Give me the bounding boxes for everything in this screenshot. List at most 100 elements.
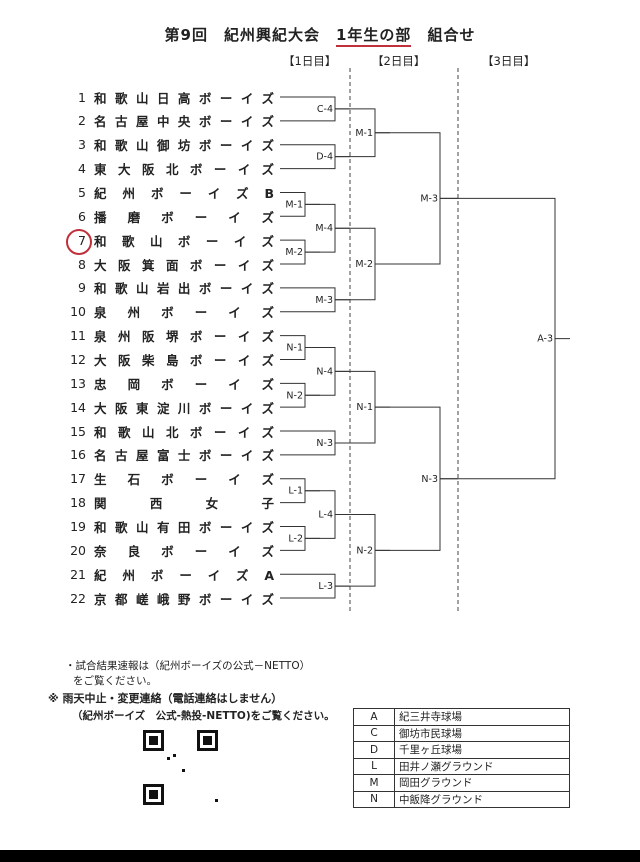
match-label: N-4 xyxy=(316,366,333,377)
match-label: N-3 xyxy=(421,474,438,485)
team-name: 関西女子 xyxy=(94,496,274,512)
team-name: 紀州ボーイズA xyxy=(94,567,274,583)
team-number: 8 xyxy=(78,256,86,272)
team-number: 13 xyxy=(70,375,86,391)
match-label: M-3 xyxy=(315,295,333,306)
team-name: 名古屋中央ボーイズ xyxy=(94,114,274,130)
team-number: 5 xyxy=(78,184,86,200)
venue-name: 御坊市民球場 xyxy=(394,724,570,742)
team-name: 播磨ボーイズ xyxy=(94,209,274,225)
team-row: 2 名古屋中央ボーイズ xyxy=(60,111,280,131)
team-number: 14 xyxy=(70,399,86,415)
day-3-header: 【3日目】 xyxy=(482,54,536,68)
team-row: 18 関西女子 xyxy=(60,493,280,513)
team-row: 15 和歌山北ボーイズ xyxy=(60,421,280,441)
venue-code: A xyxy=(353,708,395,726)
team-number: 19 xyxy=(70,518,86,534)
team-name: 名古屋富士ボーイズ xyxy=(94,448,274,464)
team-number: 20 xyxy=(70,542,86,558)
team-name: 奈良ボーイズ xyxy=(94,543,274,559)
match-label: L-3 xyxy=(318,581,333,592)
match-label: M-2 xyxy=(285,247,303,258)
match-label: A-3 xyxy=(537,334,553,345)
venue-code: C xyxy=(353,724,395,742)
venue-name: 岡田グラウンド xyxy=(394,774,570,792)
day-1-header: 【1日目】 xyxy=(283,54,337,68)
team-number: 18 xyxy=(70,495,86,511)
note-results-2: をご覧ください。 xyxy=(73,675,157,687)
match-label: C-4 xyxy=(317,104,333,115)
team-name: 和歌山ボーイズ xyxy=(94,233,274,249)
team-row: 20 奈良ボーイズ xyxy=(60,540,280,560)
team-name: 大阪東淀川ボーイズ xyxy=(94,400,274,416)
team-number: 12 xyxy=(70,351,86,367)
highlight-circle xyxy=(66,229,92,255)
team-name: 大阪箕面ボーイズ xyxy=(94,257,274,273)
team-number: 6 xyxy=(78,208,86,224)
match-label: M-3 xyxy=(420,193,438,204)
team-number: 22 xyxy=(70,590,86,606)
team-name: 京都嵯峨野ボーイズ xyxy=(94,591,274,607)
team-row: 22 京都嵯峨野ボーイズ xyxy=(60,588,280,608)
team-name: 東大阪北ボーイズ xyxy=(94,162,274,178)
venue-name: 田井ノ瀬グラウンド xyxy=(394,757,570,775)
title-highlight: 1年生の部 xyxy=(336,26,412,47)
team-row: 8 大阪箕面ボーイズ xyxy=(60,254,280,274)
team-number: 15 xyxy=(70,423,86,439)
note-rain: ※ 雨天中止・変更連絡（電話連絡はしません） xyxy=(48,692,283,705)
team-name: 大阪柴島ボーイズ xyxy=(94,352,274,368)
note-rain-2: （紀州ボーイズ 公式-熱投-NETTO)をご覧ください。 xyxy=(72,710,335,722)
match-label: N-1 xyxy=(356,402,373,413)
page-title: 第9回 紀州興紀大会 1年生の部 組合せ xyxy=(0,24,640,47)
team-row: 3 和歌山御坊ボーイズ xyxy=(60,135,280,155)
team-name: 泉州ボーイズ xyxy=(94,305,274,321)
team-name: 和歌山御坊ボーイズ xyxy=(94,138,274,154)
team-row: 6 播磨ボーイズ xyxy=(60,206,280,226)
team-row: 21 紀州ボーイズA xyxy=(60,564,280,584)
team-number: 3 xyxy=(78,137,86,153)
venue-code: N xyxy=(353,790,395,808)
title-prefix: 第9回 紀州興紀大会 xyxy=(164,26,336,44)
team-name: 和歌山岩出ボーイズ xyxy=(94,281,274,297)
team-row: 10 泉州ボーイズ xyxy=(60,302,280,322)
match-label: N-2 xyxy=(356,545,373,556)
team-name: 紀州ボーイズB xyxy=(94,185,274,201)
match-label: M-2 xyxy=(355,259,373,270)
team-row: 12 大阪柴島ボーイズ xyxy=(60,349,280,369)
match-label: N-2 xyxy=(286,390,303,401)
match-label: N-1 xyxy=(286,343,303,354)
team-row: 17 生石ボーイズ xyxy=(60,469,280,489)
team-number: 21 xyxy=(70,566,86,582)
team-number: 2 xyxy=(78,113,86,129)
team-row: 5 紀州ボーイズB xyxy=(60,182,280,202)
team-name: 和歌山日高ボーイズ xyxy=(94,90,274,106)
venue-name: 千里ヶ丘球場 xyxy=(394,741,570,759)
team-number: 4 xyxy=(78,161,86,177)
day-2-header: 【2日目】 xyxy=(372,54,426,68)
qr-code xyxy=(143,730,218,805)
venue-name: 紀三井寺球場 xyxy=(394,708,570,726)
match-label: M-1 xyxy=(285,199,303,210)
team-number: 10 xyxy=(70,304,86,320)
team-name: 和歌山北ボーイズ xyxy=(94,424,274,440)
match-label: L-1 xyxy=(288,486,303,497)
venue-code: D xyxy=(353,741,395,759)
team-name: 生石ボーイズ xyxy=(94,472,274,488)
team-name: 忠岡ボーイズ xyxy=(94,376,274,392)
match-label: M-1 xyxy=(355,128,373,139)
team-number: 17 xyxy=(70,471,86,487)
team-row: 4 東大阪北ボーイズ xyxy=(60,159,280,179)
note-results: ・試合結果速報は（紀州ボーイズの公式－NETTO） xyxy=(65,660,311,672)
match-label: D-4 xyxy=(316,152,333,163)
